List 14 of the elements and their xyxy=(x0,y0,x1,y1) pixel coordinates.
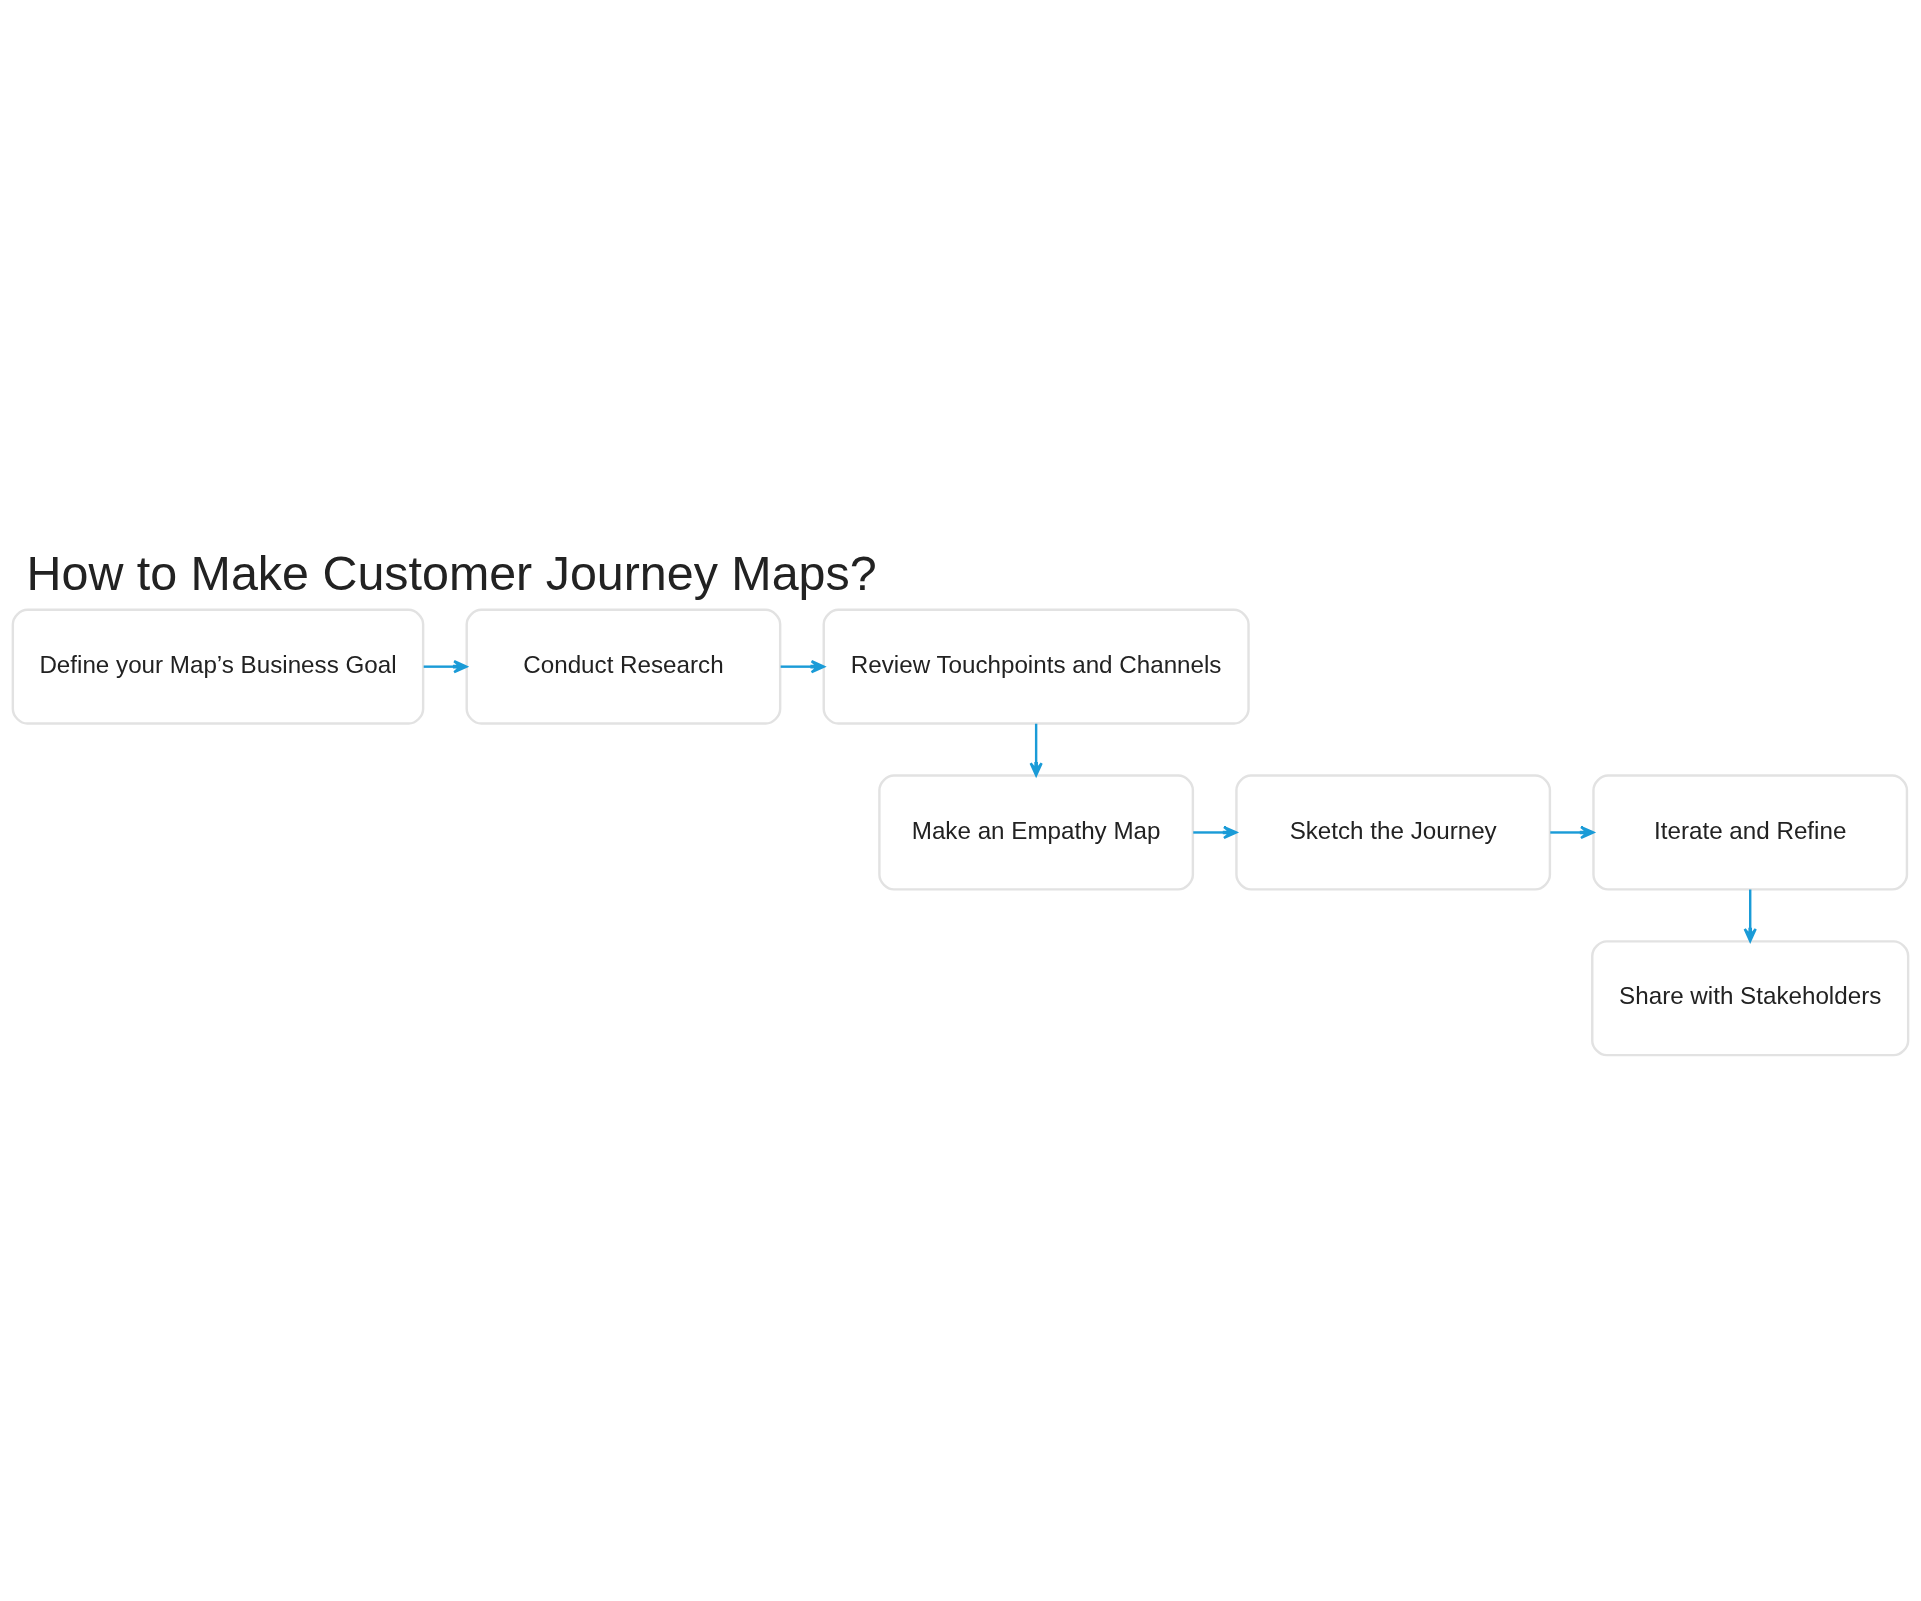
node-box: Define your Map’s Business Goal xyxy=(11,608,425,725)
node-box: Iterate and Refine xyxy=(1592,773,1909,891)
arrow xyxy=(1743,889,1757,942)
diagram-title: How to Make Customer Journey Maps? xyxy=(26,545,877,600)
arrow xyxy=(1550,825,1595,839)
arrow xyxy=(1193,825,1238,839)
node-box: Conduct Research xyxy=(465,608,782,725)
node-box: Make an Empathy Map xyxy=(878,773,1195,891)
arrow xyxy=(780,659,825,673)
arrow xyxy=(1029,723,1043,776)
node-box: Review Touchpoints and Channels xyxy=(822,608,1250,725)
arrow xyxy=(423,659,468,673)
node-box: Sketch the Journey xyxy=(1235,773,1552,891)
node-box: Share with Stakeholders xyxy=(1591,939,1910,1056)
